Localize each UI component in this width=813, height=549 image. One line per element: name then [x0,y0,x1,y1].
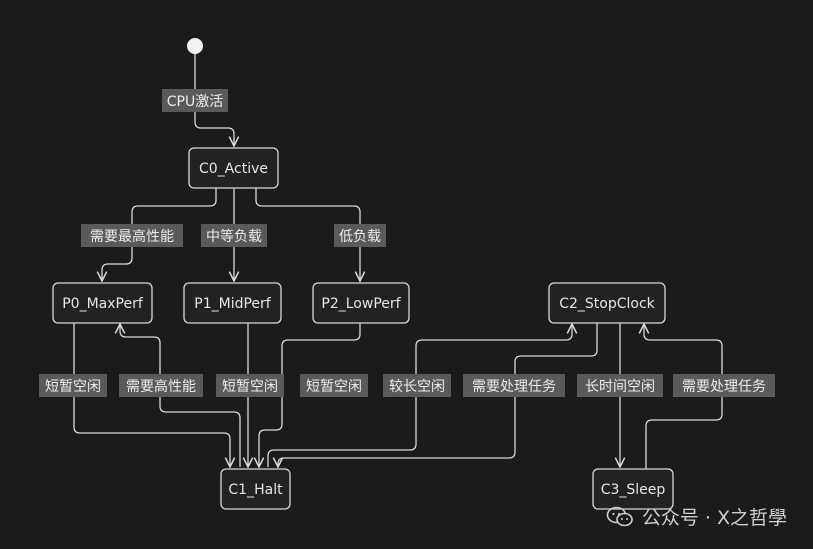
edge-p0-to-c1 [73,323,230,467]
node-p0-maxperf[interactable]: P0_MaxPerf [52,282,153,324]
edge-label-p2-to-c1: 短暂空闲 [300,374,368,397]
edge-label-text: 需要高性能 [126,378,196,395]
edge-label-c0-to-p0: 需要最高性能 [81,224,183,247]
edge-label-text: 需要处理任务 [682,379,766,395]
node-label: P0_MaxPerf [62,296,144,312]
node-label: P2_LowPerf [321,296,401,312]
edge-start-to-c0 [194,54,234,146]
node-label: C2_StopClock [559,296,655,312]
wechat-icon [606,506,634,528]
edge-label-p0-to-c1: 短暂空闲 [39,374,107,397]
nodes: C0_Active P0_MaxPerf P1_MidPerf P2_LowPe… [52,147,674,510]
edge-label-text: 需要最高性能 [90,228,174,245]
node-c2-stopclock[interactable]: C2_StopClock [548,282,666,324]
edge-label-text: 中等负载 [206,228,262,245]
edge-label-text: 低负载 [339,229,381,245]
node-label: C3_Sleep [601,482,666,498]
node-c0-active[interactable]: C0_Active [188,147,279,189]
edge-label-text: 长时间空闲 [585,379,655,395]
edges [73,54,723,469]
edge-labels: CPU激活 需要最高性能 中等负载 低负载 短暂空闲 需要高性能 短暂空闲 短 [39,89,775,397]
edge-label-c3-to-c2: 需要处理任务 [673,374,775,397]
edge-c0-to-p2 [255,188,360,281]
edge-label-c0-to-p2: 低负载 [334,224,386,247]
node-c3-sleep[interactable]: C3_Sleep [592,468,674,510]
start-state-dot [187,38,203,54]
edge-label-c1-to-c2: 较长空闲 [383,374,451,397]
edge-label-text: CPU激活 [167,93,223,110]
node-p2-lowperf[interactable]: P2_LowPerf [312,282,410,324]
edge-label-c2-to-c3: 长时间空闲 [577,374,663,397]
edge-label-text: 需要处理任务 [472,379,556,395]
node-label: P1_MidPerf [194,296,272,312]
node-label: C0_Active [199,161,268,177]
edge-label-c2-to-c1: 需要处理任务 [463,374,565,397]
edge-label-text: 短暂空闲 [222,379,278,395]
node-c1-halt[interactable]: C1_Halt [220,468,291,510]
edge-label-start-to-c0: CPU激活 [162,89,228,112]
edge-label-text: 较长空闲 [389,379,445,395]
edge-label-c0-to-p1: 中等负载 [201,224,267,247]
edge-label-text: 短暂空闲 [45,379,101,395]
node-label: C1_Halt [228,482,283,498]
edge-label-c1-to-p0: 需要高性能 [119,374,203,397]
watermark-text: 公众号 · X之哲學 [641,507,787,529]
watermark: 公众号 · X之哲學 [606,503,787,530]
edge-label-p1-to-c1: 短暂空闲 [216,374,284,397]
node-p1-midperf[interactable]: P1_MidPerf [183,282,282,324]
edge-label-text: 短暂空闲 [306,379,362,395]
edge-c2-to-c1 [278,323,598,467]
